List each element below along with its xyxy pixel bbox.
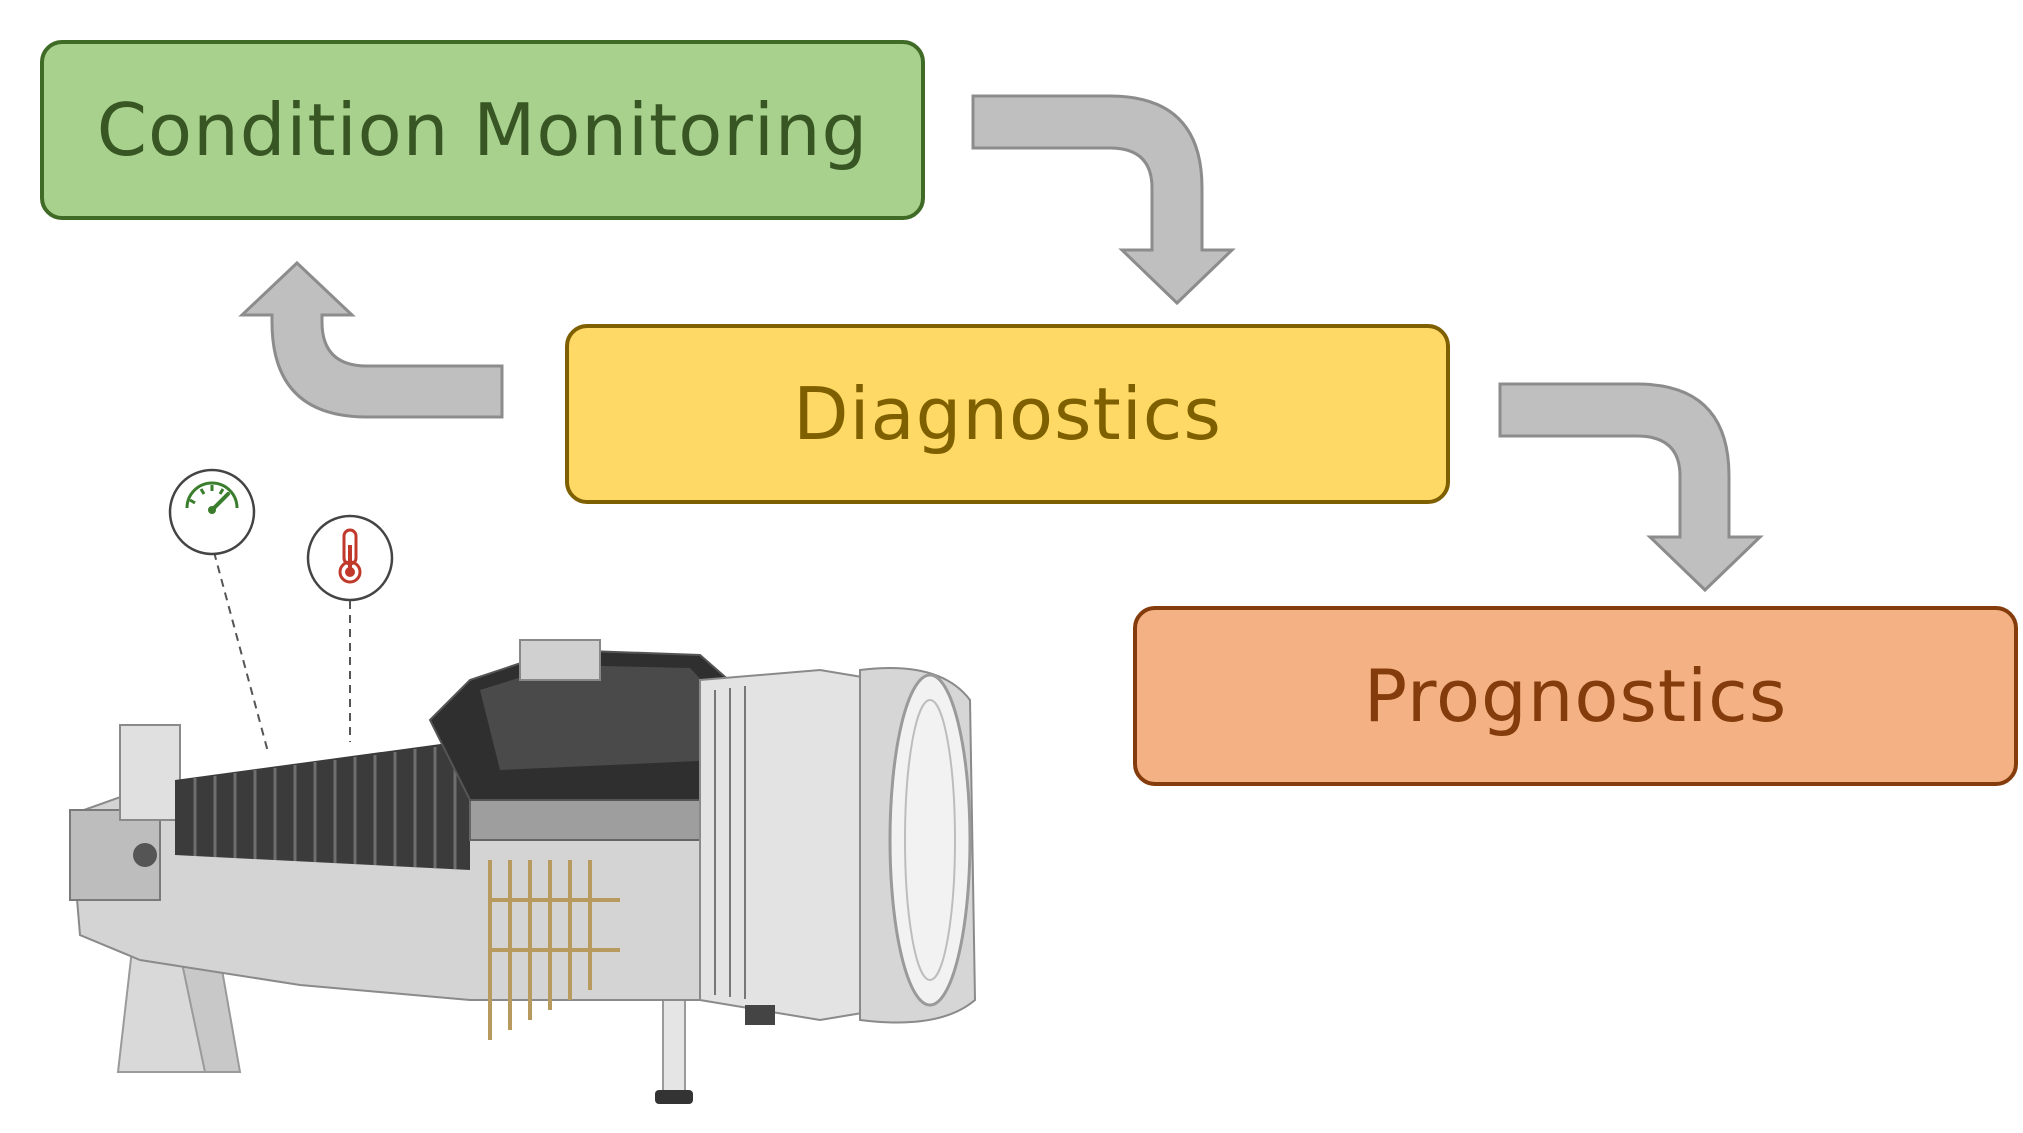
arrow-back-to-condition-monitoring [238,260,504,419]
prognostics-label: Prognostics [1363,654,1788,738]
diagnostics-label: Diagnostics [793,372,1222,456]
prognostics-box: Prognostics [1133,606,2018,786]
arrow-diagnostics-to-prognostics [1498,382,1764,593]
condition-monitoring-box: Condition Monitoring [40,40,925,220]
pressure-gauge-icon [168,468,256,556]
arrow-cm-to-diagnostics [971,94,1236,306]
condition-monitoring-label: Condition Monitoring [96,88,869,172]
gas-turbine-illustration [68,639,977,1104]
thermometer-icon [306,514,394,602]
diagnostics-box: Diagnostics [565,324,1450,504]
